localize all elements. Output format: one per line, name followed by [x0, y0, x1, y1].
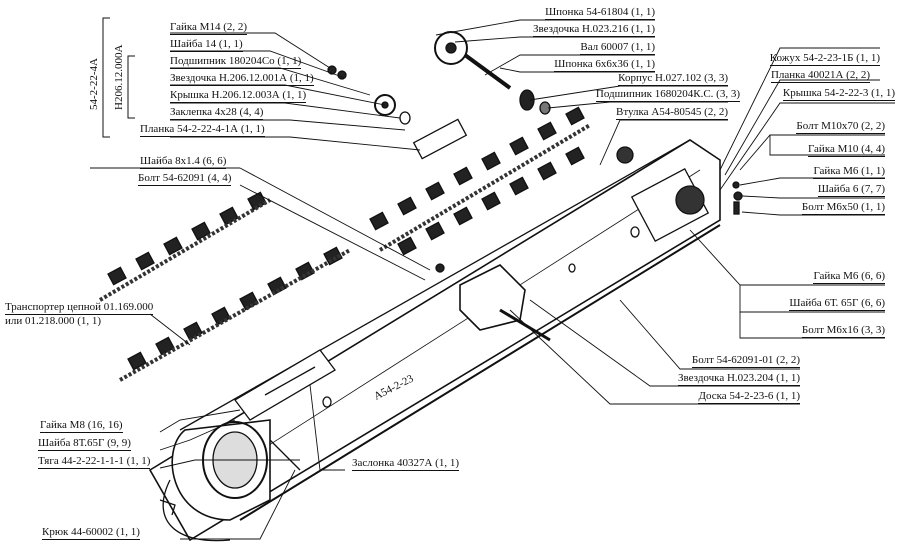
label-cover-54-2-22-3: Крышка 54-2-22-3 (1, 1) — [782, 87, 895, 101]
label-washer-8t-65g: Шайба 8Т.65Г (9, 9) — [38, 437, 131, 451]
label-bolt-m6x50: Болт М6х50 (1, 1) — [801, 201, 885, 215]
label-key-54-61804: Шпонка 54-61804 (1, 1) — [545, 6, 655, 20]
label-nut-m6-single: Гайка М6 (1, 1) — [813, 165, 885, 179]
label-rod-44-2-22: Тяга 44-2-22-1-1-1 (1, 1) — [38, 455, 151, 469]
label-plate-40021a: Планка 40021А (2, 2) — [770, 69, 870, 83]
label-rivet-4x28: Заклепка 4х28 (4, 4) — [170, 106, 264, 120]
label-washer-14: Шайба 14 (1, 1) — [170, 38, 243, 52]
label-bolt-54-62091-01: Болт 54-62091-01 (2, 2) — [691, 354, 800, 368]
right-fasteners — [732, 181, 743, 215]
lower-chain — [98, 191, 351, 382]
group-label-outer: 54-2-22-4А — [88, 58, 100, 110]
group-brackets — [102, 17, 135, 138]
label-sprocket-h206: Звездочка Н.206.12.001А (1, 1) — [170, 72, 314, 86]
label-plate-54-2-22-4-1a: Планка 54-2-22-4-1А (1, 1) — [140, 123, 265, 137]
label-washer-6t-65g: Шайба 6Т. 65Г (6, 6) — [789, 297, 885, 311]
label-key-6x6x36: Шпонка 6х6х36 (1, 1) — [554, 58, 655, 72]
label-shaft-60007: Вал 60007 (1, 1) — [580, 41, 655, 55]
label-bearing-180204: Подшипник 180204Со (1, 1) — [170, 55, 302, 69]
end-pulley-housing — [159, 419, 301, 542]
group-label-inner: Н206.12.000А — [113, 44, 125, 110]
label-board-54-2-23-6: Доска 54-2-23-6 (1, 1) — [698, 390, 800, 404]
leader-lines — [90, 19, 895, 540]
shutter-window — [234, 349, 336, 421]
label-nut-m14: Гайка М14 (2, 2) — [170, 21, 248, 35]
label-sprocket-h023216: Звездочка Н.023.216 (1, 1) — [533, 23, 655, 37]
label-bolt-m10x70: Болт М10х70 (2, 2) — [796, 120, 885, 134]
label-nut-m6: Гайка М6 (6, 6) — [813, 270, 885, 284]
label-bushing-a54-80545: Втулка А54-80545 (2, 2) — [616, 106, 728, 120]
label-casing-54-2-23-1b: Кожух 54-2-23-1Б (1, 1) — [769, 52, 880, 66]
label-chain-conveyor: Транспортер цепной 01.169.000 — [5, 301, 154, 315]
label-bolt-m6x16: Болт М6х16 (3, 3) — [801, 324, 885, 338]
label-housing-h027102: Корпус Н.027.102 (3, 3) — [618, 72, 728, 86]
label-bearing-1680204: Подшипник 1680204К.С. (3, 3) — [595, 88, 740, 102]
label-nut-m8: Гайка М8 (16, 16) — [40, 419, 123, 433]
upper-chain — [369, 106, 592, 256]
label-shutter-40327a: Заслонка 40327А (1, 1) — [352, 457, 459, 471]
label-hook-44-60002: Крюк 44-60002 (1, 1) — [42, 526, 140, 540]
label-nut-m10: Гайка М10 (4, 4) — [807, 143, 885, 157]
label-washer-8x1-4: Шайба 8х1.4 (6, 6) — [140, 155, 227, 169]
label-bolt-54-62091: Болт 54-62091 (4, 4) — [138, 172, 232, 186]
label-washer-6: Шайба 6 (7, 7) — [817, 183, 885, 197]
top-sprocket-assembly — [327, 31, 634, 164]
label-chain-conveyor-alt: или 01.218.000 (1, 1) — [5, 315, 102, 327]
label-sprocket-h023204: Звездочка Н.023.204 (1, 1) — [678, 372, 800, 386]
label-cover-h206: Крышка Н.206.12.003А (1, 1) — [170, 89, 307, 103]
